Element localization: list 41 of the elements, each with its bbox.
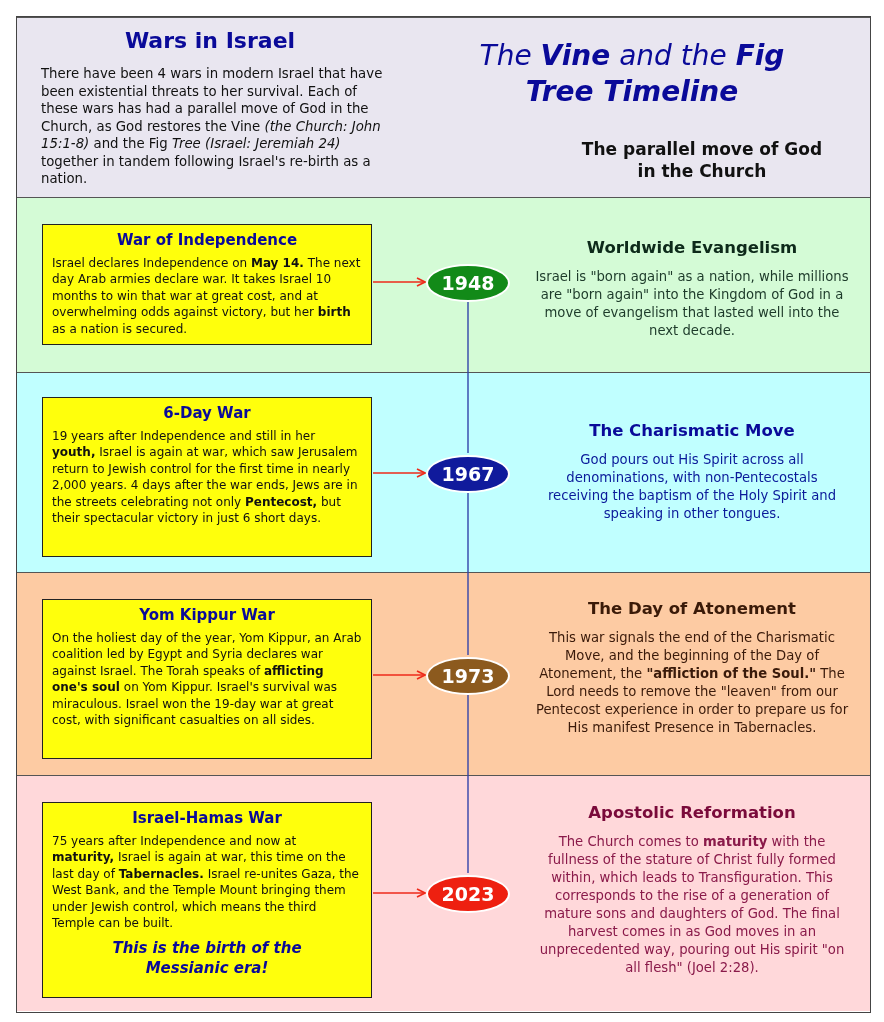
section-heading: Wars in Israel [123,28,297,53]
move-heading: The Charismatic Move [588,421,796,440]
timeline-line [467,301,469,454]
intro-paragraph: There have been 4 wars in modern Israel that have been existential threats to her survival. Each of these wars has had a parallel move of God in the Church, as God restores the Vine (the Church: John 15:1-8) and the Fig Tree (Israel: Jeremiah 24) together in tandem following Israel's re-birth as a nation. [41,65,384,188]
move-heading: Apostolic Reformation [587,803,797,822]
subheading: The parallel move of God in the Church [580,138,824,182]
timeline-line [467,694,469,874]
event-heading: Israel-Hamas War [131,810,283,827]
year-oval: 2023 [426,875,510,913]
header-panel [17,17,870,197]
year-oval: 1967 [426,455,510,493]
year-oval: 1973 [426,657,510,695]
arrow [372,888,426,898]
move-description: Israel is "born again" as a nation, while millions are "born again" into the Kingdom of God in a move of evangelism that lasted well into the next decade. [535,268,849,340]
arrow [372,468,426,478]
event-box [42,802,372,998]
event-description: On the holiest day of the year, Yom Kippur, an Arab coalition led by Egypt and Syria declares war against Israel. The Torah speaks of afflicting one's soul on Yom Kippur. Israel's survival was miraculous. Israel won the 19-day war at great cost, with significant casualties on all sides. [52,629,362,729]
event-heading: Yom Kippur War [138,607,276,624]
event-box [42,599,372,759]
timeline-band [17,372,870,572]
event-heading: War of Independence [115,232,299,249]
event-description: 19 years after Independence and still in her youth, Israel is again at war, which saw Jerusalem return to Jewish control for the first time in nearly 2,000 years. 4 days after the war ends, Jews are in the streets celebrating not only Pentecost, but their spectacular victory in just 6 short days. [52,427,359,527]
closing-statement: This is the birth of the Messianic era! [111,937,303,978]
timeline-line [467,492,469,656]
move-description: God pours out His Spirit across all denominations, with non-Pentecostals receiving the baptism of the Holy Spirit and speaking in other tongues. [546,451,838,523]
move-heading: Worldwide Evangelism [585,238,799,257]
diagram-title: The Vine and the Fig Tree Timeline [478,38,786,110]
timeline-band [17,775,870,1011]
move-description: The Church comes to maturity with the fullness of the stature of Christ fully formed within, which leads to Transfiguration. This corresponds to the rise of a generation of mature sons and daughters of God. The final harvest comes in as God moves in an unprecedented way, pouring out His spirit "on all flesh" (Joel 2:28). [538,833,846,977]
event-box [42,397,372,557]
event-description: Israel declares Independence on May 14. The next day Arab armies declare war. It takes Israel 10 months to win that war at great cost, and at overwhelming odds against victory, but her birth as a nation is secured. [52,254,362,337]
event-heading: 6-Day War [162,405,252,422]
move-description: This war signals the end of the Charismatic Move, and the beginning of the Day of Atonement, the "affliction of the Soul." The Lord needs to remove the "leaven" from our Pentecost experience in order to prepare us for His manifest Presence in Tabernacles. [535,629,849,737]
timeline-band [17,197,870,372]
event-description: 75 years after Independence and now at maturity, Israel is again at war, this time on the last day of Tabernacles. Israel re-unites Gaza, the West Bank, and the Temple Mount bringing them under Jewish control, which means the third Temple can be built. [52,832,360,932]
year-oval: 1948 [426,264,510,302]
timeline-band [17,572,870,775]
arrow [372,670,426,680]
event-box [42,224,372,345]
arrow [372,277,426,287]
move-heading: The Day of Atonement [587,599,797,618]
